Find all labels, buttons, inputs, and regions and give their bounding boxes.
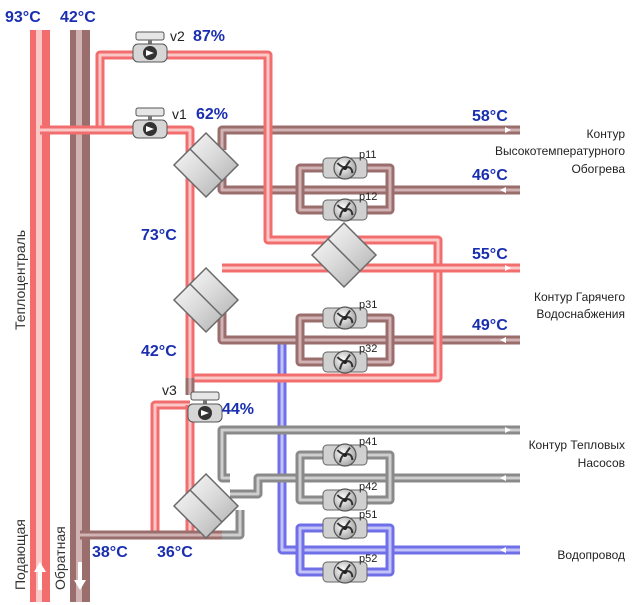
heat-exchangers [172,131,378,540]
valve-actuator-icon [143,122,157,136]
pump-p41: p41 [322,436,377,467]
heat-center-label: Теплоцентраль [12,230,28,330]
valve-v1 [132,107,168,139]
circuit-hot-water-line1: Контур Гарячего [534,290,625,304]
valve-v2-opening: 87% [193,28,225,45]
fan-icon [333,488,357,512]
valve-v3-opening: 44% [222,401,254,418]
fan-icon [333,306,357,330]
pump-p42-label: p42 [359,481,377,493]
heat-pump-exit-pipe [222,510,245,540]
fan-icon [333,560,357,584]
circuit-hot-water-line2: Водоснабжения [536,307,625,321]
temp-55: 55°C [472,246,508,263]
pump-p51: p51 [322,509,377,540]
valve-actuator-icon [143,46,157,60]
pump-p12: p12 [322,191,377,222]
temp-46: 46°C [472,167,508,184]
pump-p52: p52 [322,553,377,584]
v1-supply-pipe [40,125,195,378]
fan-icon [333,350,357,374]
flow-arrows [34,127,511,590]
pump-p31: p31 [322,299,377,330]
pump-p11: p11 [322,149,377,180]
circuit-heat-pumps-line1: Контур Тепловых [529,438,625,452]
heat-exchanger-heat-pumps [172,472,240,540]
return-temp: 42°C [60,9,96,26]
temp-73: 73°C [141,227,177,244]
labels: 93°C 42°C Теплоцентраль Подающая Обратна… [5,9,625,590]
pump-p51-label: p51 [359,509,377,521]
inflow-arrow [500,475,506,481]
circuit-heat-pumps-line2: Насосов [578,456,625,470]
valve-v3-name: v3 [162,382,177,398]
fan-icon [333,156,357,180]
fan-icon [333,516,357,540]
outflow-arrow [505,265,511,271]
main-pipes [30,30,90,602]
valve-v1-name: v1 [172,106,187,122]
heat-exchanger-hot-water [172,266,240,334]
circuit-high-temp-line2: Высокотемпературного [495,144,625,158]
pump-p12-label: p12 [359,191,377,203]
temp-58: 58°C [472,108,508,125]
temp-42: 42°C [141,343,177,360]
inflow-arrow [500,547,506,553]
supply-label: Подающая [12,519,28,590]
pump-p41-label: p41 [359,436,377,448]
pump-p52-label: p52 [359,553,377,565]
high-temp-supply-pipe [217,125,520,150]
valves [132,31,223,423]
supply-up-arrow [34,562,46,590]
heat-exchanger-high-temp [172,131,240,199]
outflow-arrow [505,127,511,133]
return-down-arrow [74,562,86,590]
water-supply-bypass-pipe [277,340,520,555]
fan-icon [333,198,357,222]
return-label: Обратная [52,526,68,590]
temp-36: 36°C [157,544,193,561]
pump-p11-label: p11 [359,149,377,161]
temp-38: 38°C [92,544,128,561]
valve-actuator-icon [198,406,212,420]
inflow-arrow [500,187,506,193]
valve-v3 [187,391,223,423]
valve-v2 [132,31,168,63]
pump-p32: p32 [322,343,377,374]
pump-p32-label: p32 [359,343,377,355]
pumps: p11 p12 p31 p32 p41 p42 p51 p52 [322,149,377,584]
pump-p42: p42 [322,481,377,512]
heat-exchanger-mix [310,221,378,289]
valve-v2-name: v2 [170,28,185,44]
valve-v1-opening: 62% [196,106,228,123]
temp-49: 49°C [472,317,508,334]
circuit-high-temp-line3: Обогрева [571,162,625,176]
pipe-network [40,50,520,577]
heat-pump-supply-pipe [217,425,520,483]
circuit-high-temp-line1: Контур [587,127,626,141]
v3-mix-pipe [150,400,190,535]
supply-temp: 93°C [5,9,41,26]
fan-icon [333,443,357,467]
v2-bypass-pipe [95,50,443,383]
outflow-arrow [505,427,511,433]
pump-p31-label: p31 [359,299,377,311]
inflow-arrow [500,337,506,343]
circuit-water-supply: Водопровод [557,548,625,562]
